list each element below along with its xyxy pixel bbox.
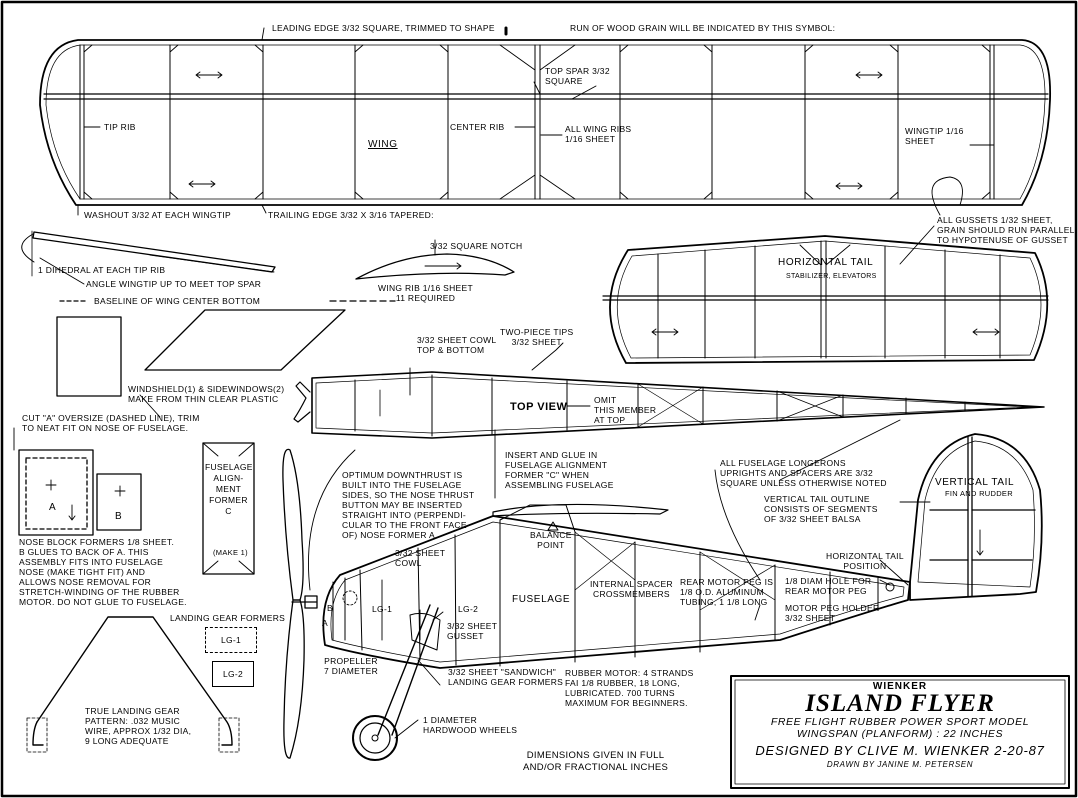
leader-lines (13, 27, 995, 739)
dihedral-note: 1 DIHEDRAL AT EACH TIP RIB (38, 265, 166, 275)
wingtip-note: WINGTIP 1/16 SHEET (905, 126, 964, 146)
former-c-drawing (202, 442, 255, 575)
drafter-credit: DRAWN BY JANINE M. PETERSEN (826, 760, 974, 769)
gussets-note: ALL GUSSETS 1/32 SHEET, GRAIN SHOULD RUN… (937, 215, 1075, 245)
grain-note: RUN OF WOOD GRAIN WILL BE INDICATED BY T… (570, 23, 836, 33)
horizontal-tail-position-note: HORIZONTAL TAIL POSITION (826, 551, 904, 571)
sandwich-formers-note: 3/32 SHEET "SANDWICH" LANDING GEAR FORME… (448, 667, 564, 687)
propeller-drawing (282, 448, 318, 759)
windshield-note: WINDSHIELD(1) & SIDEWINDOWS(2) MAKE FROM… (128, 384, 285, 404)
landing-gear-pattern-note: TRUE LANDING GEAR PATTERN: .032 MUSIC WI… (85, 706, 192, 746)
nose-block-drawings (18, 449, 142, 536)
horizontal-tail-drawing (602, 235, 1049, 364)
maker-name: WIENKER (872, 681, 928, 692)
fuselage-label: FUSELAGE (512, 594, 571, 605)
windshield-drawing (56, 309, 346, 397)
downthrust-note: OPTIMUM DOWNTHRUST IS BUILT INTO THE FUS… (342, 470, 475, 540)
wing-label: WING (368, 139, 398, 150)
dihedral-view (21, 230, 396, 302)
lg2-former-box: LG-2 (212, 661, 254, 687)
wingspan: WINGSPAN (PLANFORM) : 22 INCHES (796, 728, 1004, 740)
two-piece-tips-note: TWO-PIECE TIPS 3/32 SHEET (500, 327, 574, 347)
gusset-note: 3/32 SHEET GUSSET (447, 621, 498, 641)
top-spar-note: TOP SPAR 3/32 SQUARE (545, 66, 610, 86)
leading-edge-note: LEADING EDGE 3/32 SQUARE, TRIMMED TO SHA… (272, 23, 495, 33)
peg-holder-note: MOTOR PEG HOLDER 3/32 SHEET (785, 603, 880, 623)
longerons-note: ALL FUSELAGE LONGERONS UPRIGHTS AND SPAC… (720, 458, 887, 488)
vertical-tail-sublabel: FIN AND RUDDER (945, 489, 1013, 498)
propeller-note: PROPELLER 7 DIAMETER (324, 656, 379, 676)
model-subtitle: FREE FLIGHT RUBBER POWER SPORT MODEL (770, 716, 1030, 728)
balance-point-note: BALANCE POINT (530, 530, 572, 550)
lg1-former-box: LG-1 (205, 627, 257, 653)
rubber-motor-note: RUBBER MOTOR: 4 STRANDS FAI 1/8 RUBBER, … (565, 668, 694, 708)
wing-planform (39, 26, 1051, 206)
vertical-tail-outline-note: VERTICAL TAIL OUTLINE CONSISTS OF SEGMEN… (764, 494, 878, 524)
landing-gear-pattern (26, 616, 240, 753)
trailing-edge-note: TRAILING EDGE 3/32 x 3/16 TAPERED: (268, 210, 434, 220)
cut-a-note: CUT "A" OVERSIZE (DASHED LINE), TRIM TO … (22, 413, 200, 433)
former-c-make: (MAKE 1) (213, 548, 248, 557)
wheels-note: 1 DIAMETER HARDWOOD WHEELS (423, 715, 518, 735)
cowl-side-note: 3/32 SHEET COWL (395, 548, 446, 568)
lg1-label: LG-1 (372, 604, 393, 614)
vertical-tail-label: VERTICAL TAIL (935, 477, 1015, 488)
landing-gear-formers-title: LANDING GEAR FORMERS (170, 613, 286, 623)
nose-block-a-label: A (49, 502, 57, 513)
omit-member-note: OMIT THIS MEMBER AT TOP (594, 395, 657, 425)
dimensions-note: DIMENSIONS GIVEN IN FULL AND/OR FRACTION… (523, 750, 669, 773)
top-view-label: TOP VIEW (510, 401, 568, 413)
horizontal-tail-label: HORIZONTAL TAIL (778, 257, 874, 268)
motor-peg-note: REAR MOTOR PEG IS 1/8 O.D. ALUMINUM TUBI… (680, 577, 774, 607)
nose-former-b-label: B (327, 603, 333, 613)
center-rib-note: CENTER RIB (450, 122, 505, 132)
nose-former-a-label: A (322, 618, 328, 628)
nose-block-b-label: B (115, 511, 123, 522)
square-notch-note: 3/32 SQUARE NOTCH (430, 241, 523, 251)
former-c-label: FUSELAGE ALIGN- MENT FORMER C (205, 462, 253, 516)
top-view-fuselage (293, 371, 1045, 439)
wing-ribs-note: ALL WING RIBS 1/16 SHEET (565, 124, 632, 144)
designer-credit: DESIGNED BY CLIVE M. WIENKER 2-20-87 (755, 743, 1045, 758)
nose-formers-note: NOSE BLOCK FORMERS 1/8 SHEET. B GLUES TO… (19, 537, 187, 607)
wing-rib-drawing (355, 253, 515, 280)
spacers-note: INTERNAL SPACER CROSSMEMBERS (590, 579, 673, 599)
lg2-label: LG-2 (458, 604, 479, 614)
horizontal-tail-sublabel: STABILIZER, ELEVATORS (786, 273, 877, 280)
model-name: ISLAND FLYER (805, 690, 995, 717)
tip-rib-note: TIP RIB (104, 122, 136, 132)
title-block: WIENKER ISLAND FLYER FREE FLIGHT RUBBER … (736, 681, 1064, 783)
angle-wingtip-note: ANGLE WINGTIP UP TO MEET TOP SPAR (86, 279, 262, 289)
sheet-cowl-note: 3/32 SHEET COWL TOP & BOTTOM (417, 335, 497, 355)
diam-hole-note: 1/8 DIAM HOLE FOR REAR MOTOR PEG (785, 576, 872, 596)
washout-note: WASHOUT 3/32 AT EACH WINGTIP (84, 210, 231, 220)
baseline-note: BASELINE OF WING CENTER BOTTOM (94, 296, 261, 306)
side-view-fuselage (322, 433, 1043, 761)
insert-former-note: INSERT AND GLUE IN FUSELAGE ALIGNMENT FO… (505, 450, 614, 490)
wing-rib-note: WING RIB 1/16 SHEET 11 REQUIRED (378, 283, 473, 303)
